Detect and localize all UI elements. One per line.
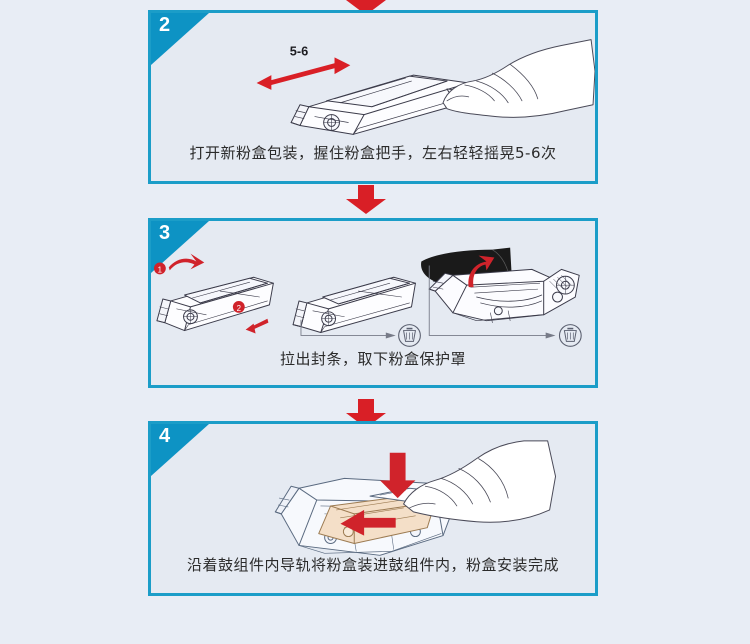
step-panel-3: 3 xyxy=(148,218,598,388)
straight-arrow-icon: 2 xyxy=(232,300,269,334)
insert-cartridge-into-drum-illustration xyxy=(151,440,595,568)
dispose-icon xyxy=(558,324,582,347)
step-panel-4: 4 xyxy=(148,421,598,596)
shake-toner-cartridge-illustration: 5-6 xyxy=(151,31,595,139)
remove-seal-and-cover-illustration: 1 xyxy=(151,235,595,361)
curved-arrow-icon xyxy=(468,255,495,288)
step-caption: 沿着鼓组件内导轨将粉盒装进鼓组件内，粉盒安装完成 xyxy=(186,556,559,574)
step-panel-2: 2 xyxy=(148,10,598,184)
down-arrow-icon xyxy=(345,399,387,429)
down-arrow-icon xyxy=(379,452,416,499)
down-arrow-icon xyxy=(345,185,387,215)
step-caption: 打开新粉盒包装，握住粉盒把手，左右轻轻摇晃5-6次 xyxy=(189,144,557,162)
double-headed-arrow-icon xyxy=(256,57,351,90)
step-caption: 拉出封条，取下粉盒保护罩 xyxy=(279,350,466,368)
dispose-icon xyxy=(398,324,421,347)
curved-arrow-icon: 1 xyxy=(153,253,205,274)
svg-text:5-6: 5-6 xyxy=(290,43,309,58)
left-arrow-icon xyxy=(340,509,396,536)
down-arrow-icon xyxy=(345,0,387,16)
marker-1-label: 1 xyxy=(158,265,162,274)
marker-2-label: 2 xyxy=(237,304,241,313)
